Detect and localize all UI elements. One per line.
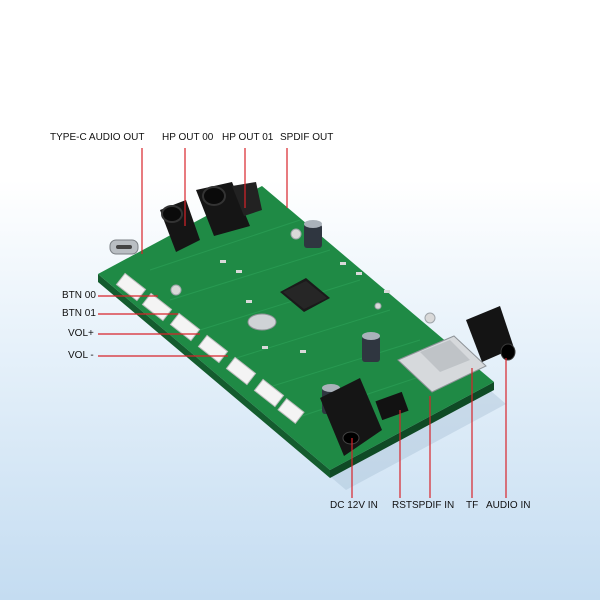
label-vol-minus: VOL -	[68, 350, 94, 361]
label-btn-01: BTN 01	[62, 308, 96, 319]
label-hp-out-00: HP OUT 00	[162, 132, 214, 143]
label-hp-out-01: HP OUT 01	[222, 132, 274, 143]
tf-slot	[397, 335, 487, 393]
label-spdif-out: SPDIF OUT	[280, 132, 334, 143]
hp-jack-00	[160, 200, 200, 252]
capacitor-2	[362, 332, 380, 362]
label-rst: RST	[392, 500, 412, 511]
smd-parts	[220, 260, 390, 353]
pcb-edge-right	[330, 382, 494, 478]
callout-lines	[98, 148, 507, 498]
capacitor-1	[304, 220, 322, 248]
label-btn-00: BTN 00	[62, 290, 96, 301]
label-tf: TF	[466, 500, 479, 511]
crystal-oscillator	[247, 313, 277, 331]
pcb-traces	[149, 219, 441, 421]
label-dc-12v-in: DC 12V IN	[330, 500, 378, 511]
label-vol-plus: VOL+	[68, 328, 94, 339]
mounting-holes	[170, 228, 436, 324]
label-spdif-in: SPDIF IN	[412, 500, 455, 511]
spdif-out-connector	[232, 182, 262, 216]
typec-port	[109, 239, 139, 255]
audio-in-jack	[466, 306, 516, 362]
label-audio-in: AUDIO IN	[486, 500, 531, 511]
pcb-edge	[98, 274, 330, 478]
dc-jack	[320, 378, 382, 456]
main-chip	[280, 278, 330, 312]
label-typec-audio-out: TYPE-C AUDIO OUT	[50, 132, 145, 143]
